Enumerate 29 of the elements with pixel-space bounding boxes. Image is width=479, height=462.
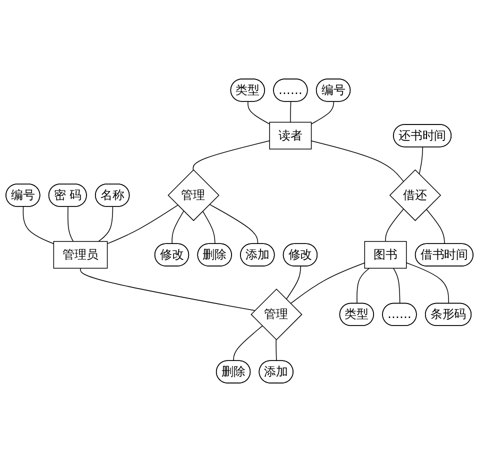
connector [426, 208, 445, 244]
connector [286, 266, 301, 300]
connector [356, 268, 370, 304]
connector [192, 140, 270, 170]
node-diamond: 管理 [168, 169, 220, 222]
node-box: 读者 [269, 122, 312, 150]
connector [233, 326, 263, 362]
connector [290, 262, 366, 304]
connector [310, 101, 334, 124]
node-diamond: 管理 [250, 288, 302, 340]
connector [106, 204, 178, 244]
connector [80, 268, 256, 311]
connector [68, 206, 74, 242]
connector [393, 268, 400, 304]
connector [248, 101, 270, 124]
connector [406, 262, 449, 304]
connector [385, 208, 404, 242]
node-diamond: 借还 [389, 169, 442, 222]
node-box: 管理员 [53, 241, 108, 269]
connector [98, 206, 114, 242]
connector [310, 140, 404, 182]
connector [172, 210, 184, 244]
connector [202, 210, 216, 244]
connector [276, 339, 277, 362]
connector [418, 146, 424, 175]
connector [209, 204, 258, 244]
node-box: 图书 [364, 241, 407, 269]
connector [22, 206, 54, 244]
connector [290, 101, 292, 123]
